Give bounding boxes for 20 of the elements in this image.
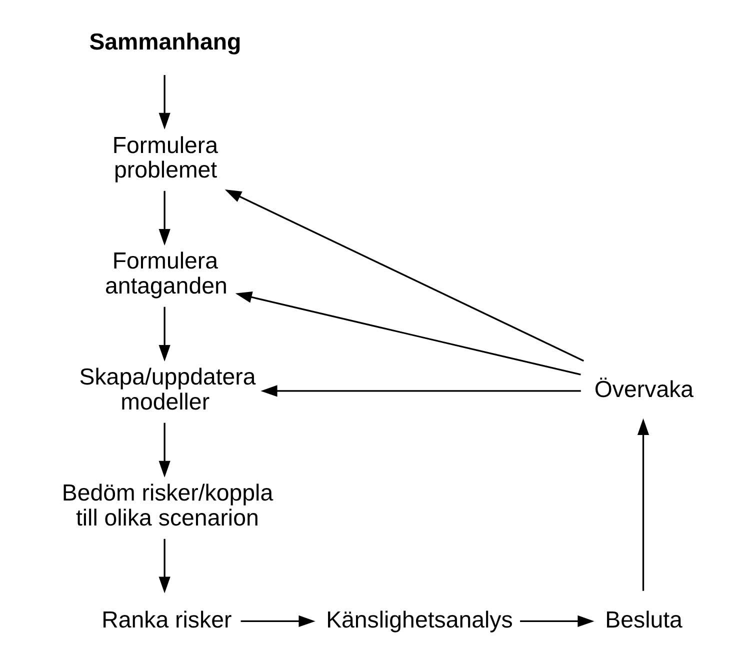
node-text: Ranka risker — [102, 606, 232, 632]
arrow — [260, 385, 581, 397]
node-text: Sammanhang — [89, 28, 242, 54]
arrow — [158, 75, 170, 130]
arrow — [235, 291, 581, 376]
node-text: Formulera problemet — [112, 132, 218, 183]
node-text: Formulera antaganden — [104, 248, 228, 299]
node-text: Besluta — [605, 606, 682, 632]
node-text: Känslighetsanalys — [326, 606, 513, 632]
arrow — [158, 538, 170, 594]
arrow — [224, 190, 584, 362]
node-text: Övervaka — [594, 376, 694, 402]
arrow — [637, 418, 650, 591]
arrow — [158, 190, 170, 246]
arrow — [520, 615, 594, 628]
node-text: Bedöm risker/koppla till olika scenarion — [62, 480, 274, 530]
arrow — [240, 615, 316, 628]
arrow — [158, 422, 170, 478]
node-text: Skapa/uppdatera modeller — [79, 364, 256, 415]
arrow — [158, 306, 170, 362]
